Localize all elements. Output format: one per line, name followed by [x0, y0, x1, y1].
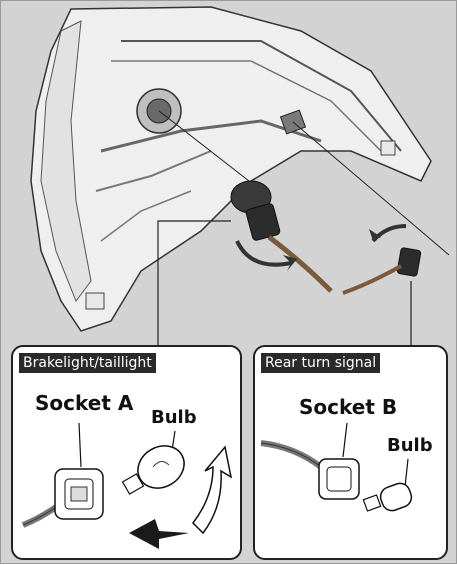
rear-turn-signal-panel: Rear turn signal Socket B Bulb: [253, 345, 448, 560]
socket-b-part: [319, 459, 359, 499]
insert-arrow-right: [193, 447, 231, 533]
bulb-a-part: [123, 438, 192, 497]
rotate-arrow-b: [373, 226, 406, 241]
socket-b-label: Socket B: [299, 395, 397, 419]
removed-socket-a: [231, 181, 331, 291]
socket-a-bulb-illustration: [13, 347, 242, 560]
rear-turn-signal-tag: Rear turn signal: [261, 353, 380, 373]
socket-a-label: Socket A: [35, 391, 133, 415]
brakelight-taillight-tag: Brakelight/taillight: [19, 353, 156, 373]
bulb-b-label: Bulb: [387, 435, 433, 456]
removed-socket-b: [343, 247, 421, 293]
socket-a-part: [55, 469, 103, 519]
bulb-a-label: Bulb: [151, 407, 197, 428]
insert-arrow-bottom: [129, 519, 189, 549]
bulb-b-part: [363, 481, 414, 514]
rotate-arrow-a: [237, 241, 291, 265]
brakelight-taillight-panel: Brakelight/taillight Socket A Bulb: [11, 345, 242, 560]
